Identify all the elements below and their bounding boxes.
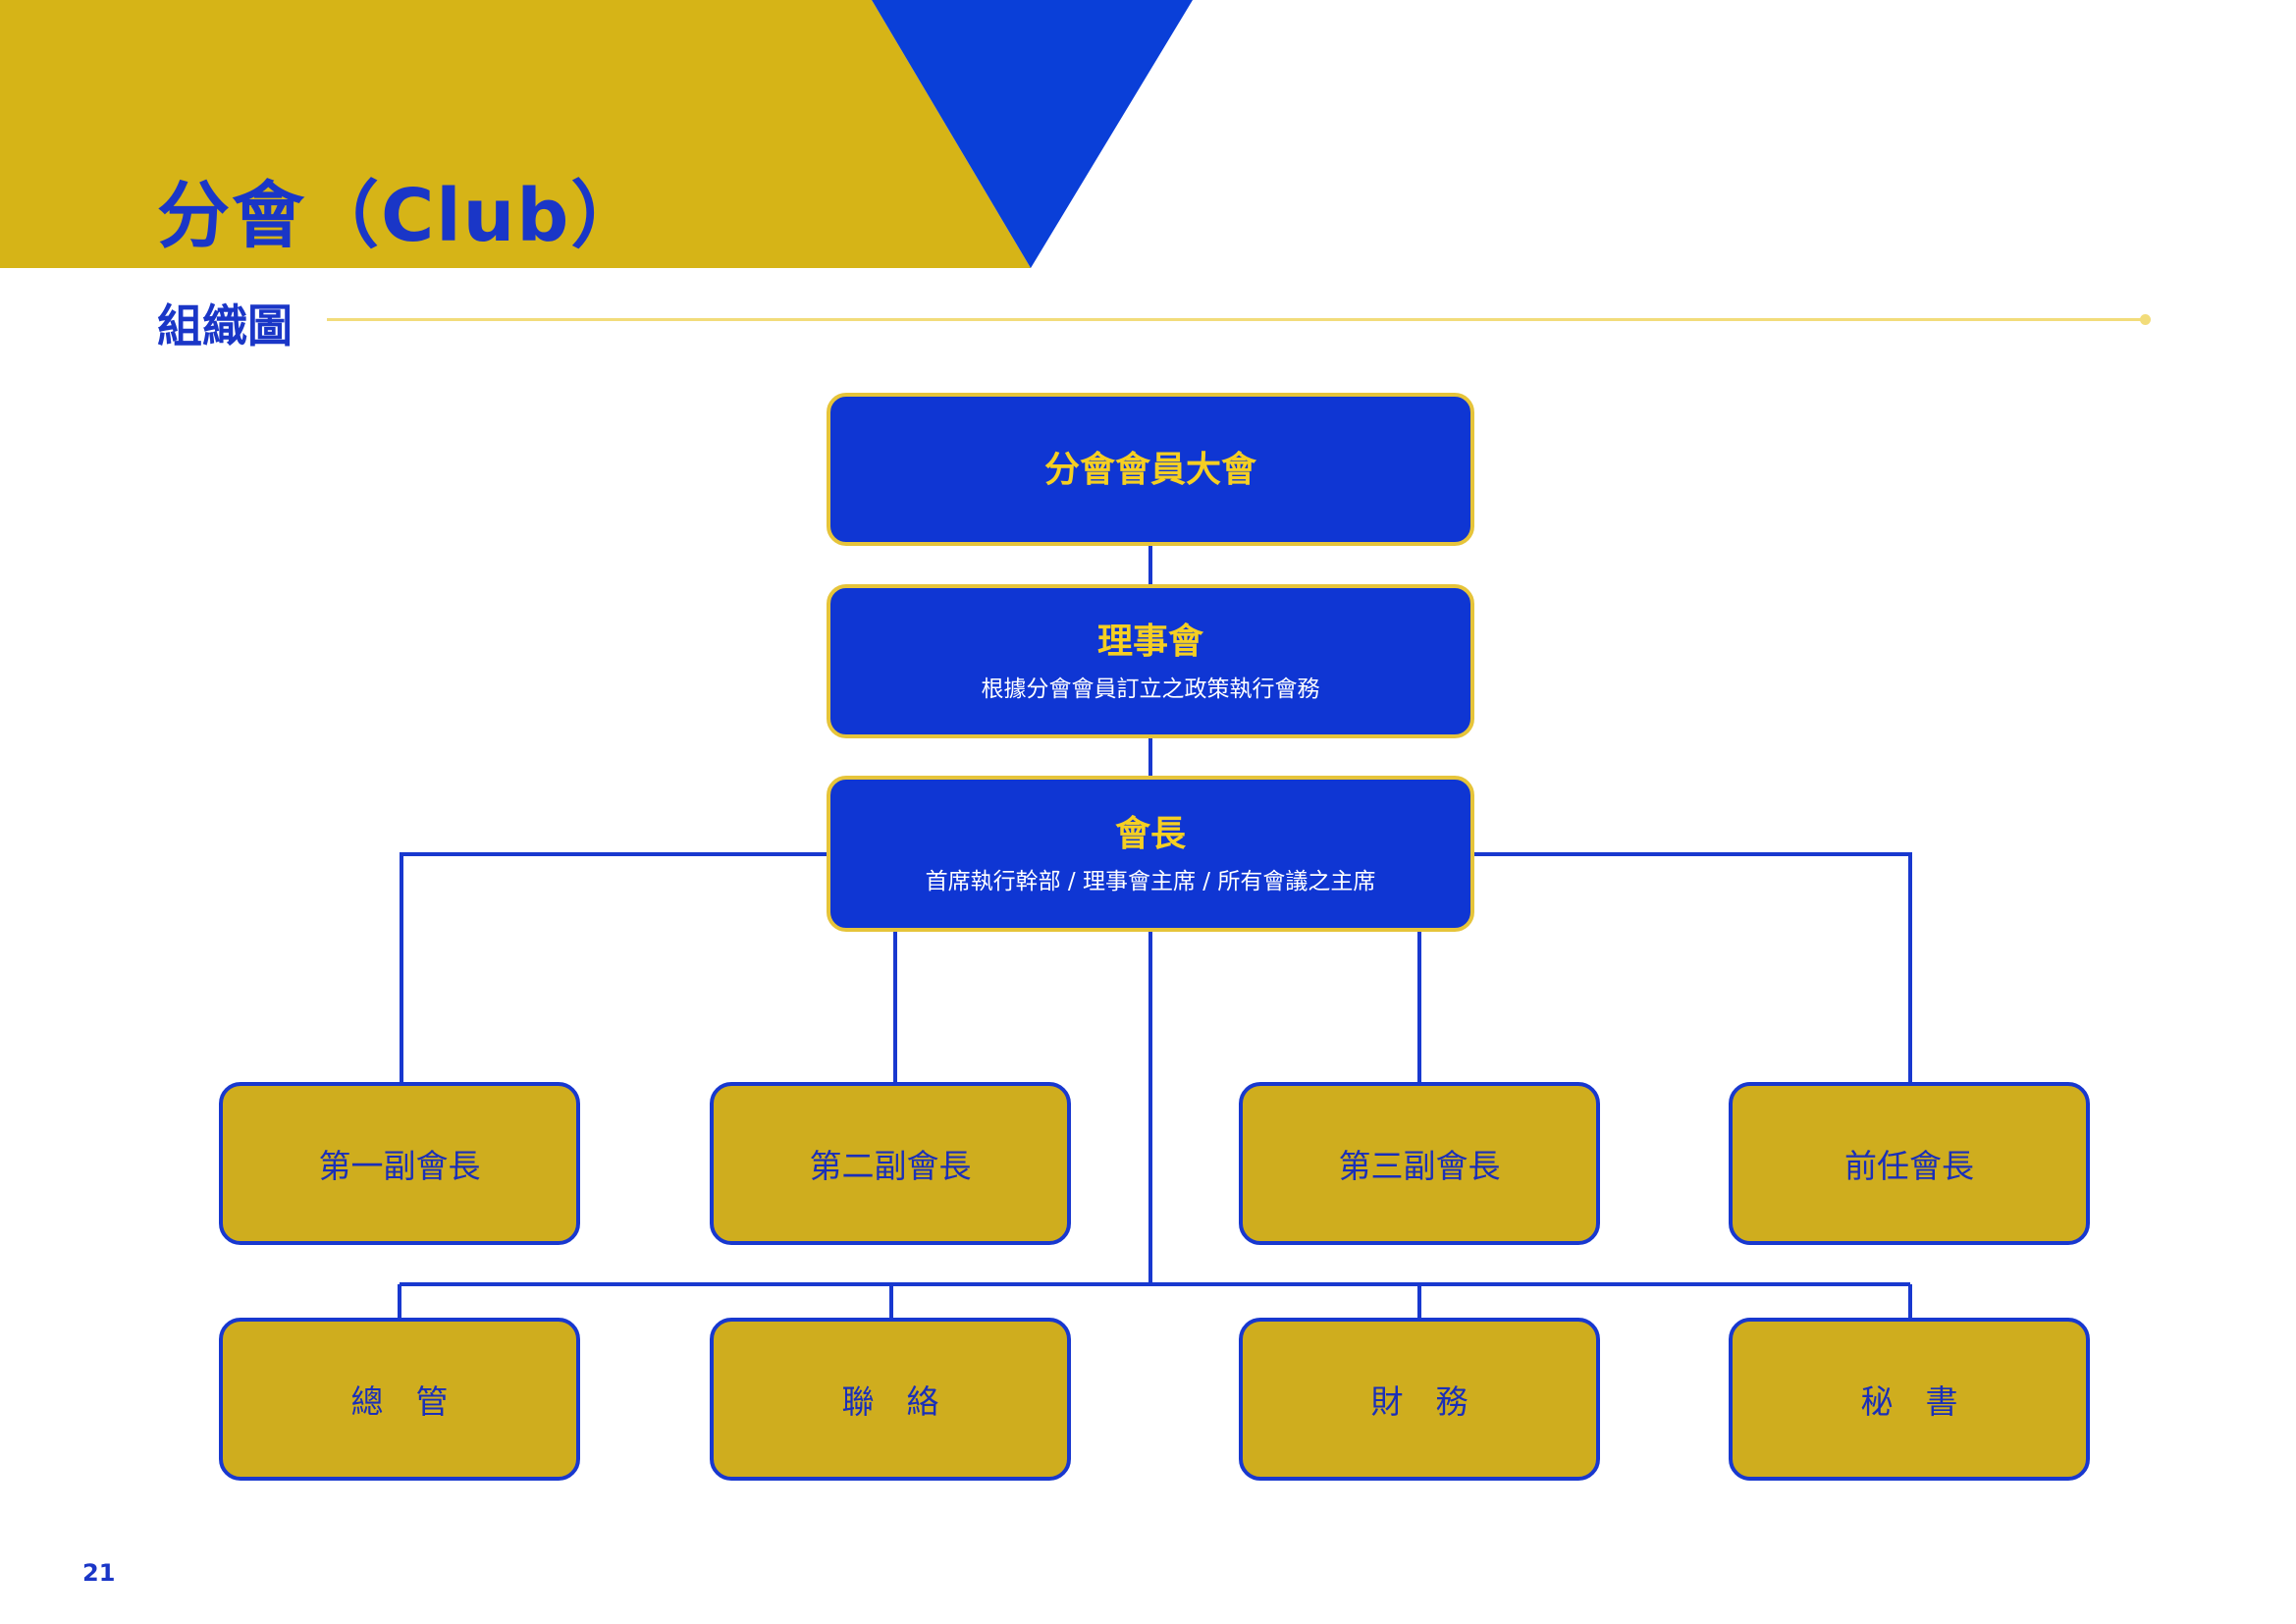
assembly-title: 分會會員大會: [1043, 449, 1256, 490]
president-subtitle: 首席執行幹部 / 理事會主席 / 所有會議之主席: [925, 869, 1376, 894]
administrator-box: 總 管: [219, 1318, 580, 1481]
section-title: 組織圖: [157, 299, 293, 352]
page-title: 分會（Club）: [157, 174, 646, 258]
liaison-box: 聯 絡: [710, 1318, 1071, 1481]
treasurer-box: 財 務: [1239, 1318, 1600, 1481]
section-divider: [327, 318, 2145, 321]
board-title: 理事會: [1096, 622, 1203, 662]
header-banner: [0, 0, 1193, 268]
gold-banner-shape: [0, 0, 1031, 268]
board-box: 理事會 根據分會會員訂立之政策執行會務: [827, 584, 1474, 738]
liaison-label: 聯 絡: [841, 1382, 939, 1421]
vice-president-2-box: 第二副會長: [710, 1082, 1071, 1245]
blue-triangle-shape: [872, 0, 1193, 268]
connector-president-past: [1474, 852, 1912, 1082]
president-title: 會長: [1114, 814, 1186, 854]
treasurer-label: 財 務: [1370, 1382, 1468, 1421]
assembly-box: 分會會員大會: [827, 393, 1474, 546]
president-box: 會長 首席執行幹部 / 理事會主席 / 所有會議之主席: [827, 776, 1474, 932]
section-divider-dot: [2140, 314, 2151, 325]
board-subtitle: 根據分會會員訂立之政策執行會務: [981, 677, 1320, 702]
vice-president-3-label: 第三副會長: [1338, 1147, 1501, 1185]
vice-president-1-label: 第一副會長: [318, 1147, 481, 1185]
vice-president-2-label: 第二副會長: [809, 1147, 972, 1185]
past-president-label: 前任會長: [1844, 1147, 1974, 1185]
vice-president-1-box: 第一副會長: [219, 1082, 580, 1245]
secretary-label: 秘 書: [1860, 1382, 1958, 1421]
administrator-label: 總 管: [350, 1382, 449, 1421]
connector-president-vp1: [400, 852, 827, 1082]
vice-president-3-box: 第三副會長: [1239, 1082, 1600, 1245]
page-number: 21: [82, 1559, 116, 1587]
secretary-box: 秘 書: [1729, 1318, 2090, 1481]
past-president-box: 前任會長: [1729, 1082, 2090, 1245]
